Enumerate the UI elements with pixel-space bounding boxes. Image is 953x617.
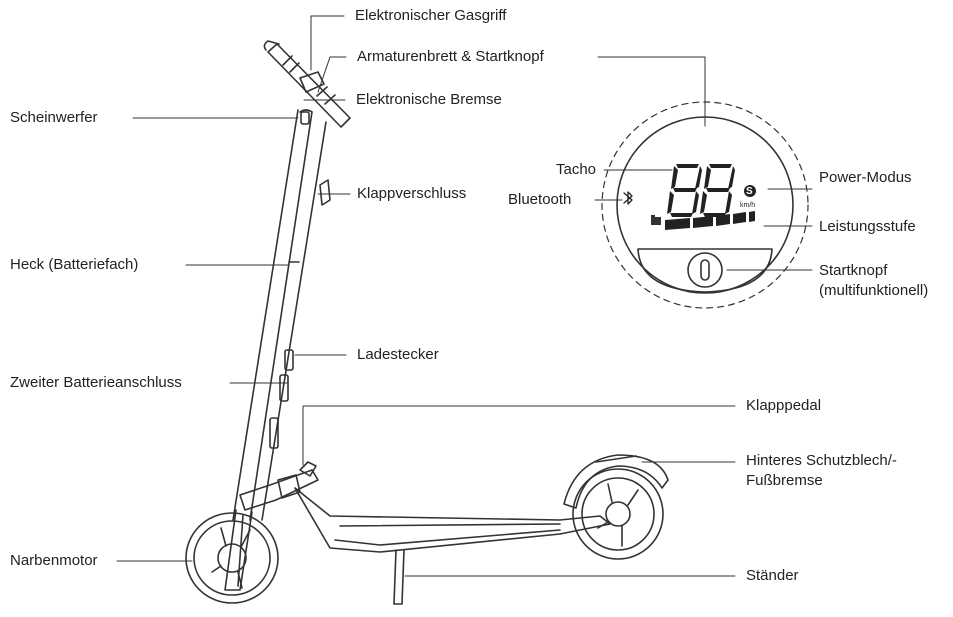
dashboard-closeup <box>601 101 809 309</box>
label-speedometer: Tacho <box>556 161 597 178</box>
label-power-button: Startknopf (multifunktionell) <box>819 261 928 301</box>
mode-icon <box>744 185 756 197</box>
mode-letter: S <box>746 186 753 197</box>
label-headlight: Scheinwerfer <box>10 109 98 126</box>
label-second-battery-port: Zweiter Batterieanschluss <box>10 374 182 391</box>
label-electronic-brake: Elektronische Bremse <box>356 91 502 108</box>
label-power-button-line2: (multifunktionell) <box>819 282 929 299</box>
label-bluetooth: Bluetooth <box>508 191 572 208</box>
label-rear-fender-line2: Fußbremse <box>746 472 823 489</box>
label-power-level: Leistungsstufe <box>819 218 916 235</box>
label-charging-port: Ladestecker <box>357 346 439 363</box>
label-kickstand: Ständer <box>746 567 799 584</box>
label-rear-fender: Hinteres Schutzblech/- Fußbremse <box>746 451 897 491</box>
label-power-button-line1: Startknopf <box>819 262 888 279</box>
speed-digits <box>667 164 735 217</box>
bluetooth-icon <box>623 191 633 205</box>
label-power-mode: Power-Modus <box>819 169 912 186</box>
label-electronic-throttle: Elektronischer Gasgriff <box>355 7 507 24</box>
speed-unit: km/h <box>740 202 756 209</box>
label-dashboard-power-button: Armaturenbrett & Startknopf <box>357 48 544 65</box>
label-rear-battery: Heck (Batteriefach) <box>10 256 139 273</box>
label-rear-fender-line1: Hinteres Schutzblech/- <box>746 452 897 469</box>
label-folding-latch: Klappverschluss <box>357 185 467 202</box>
label-hub-motor: Narbenmotor <box>10 552 98 569</box>
scooter-body <box>185 40 669 605</box>
label-folding-pedal: Klapppedal <box>746 397 822 414</box>
leader-lines <box>116 15 813 577</box>
